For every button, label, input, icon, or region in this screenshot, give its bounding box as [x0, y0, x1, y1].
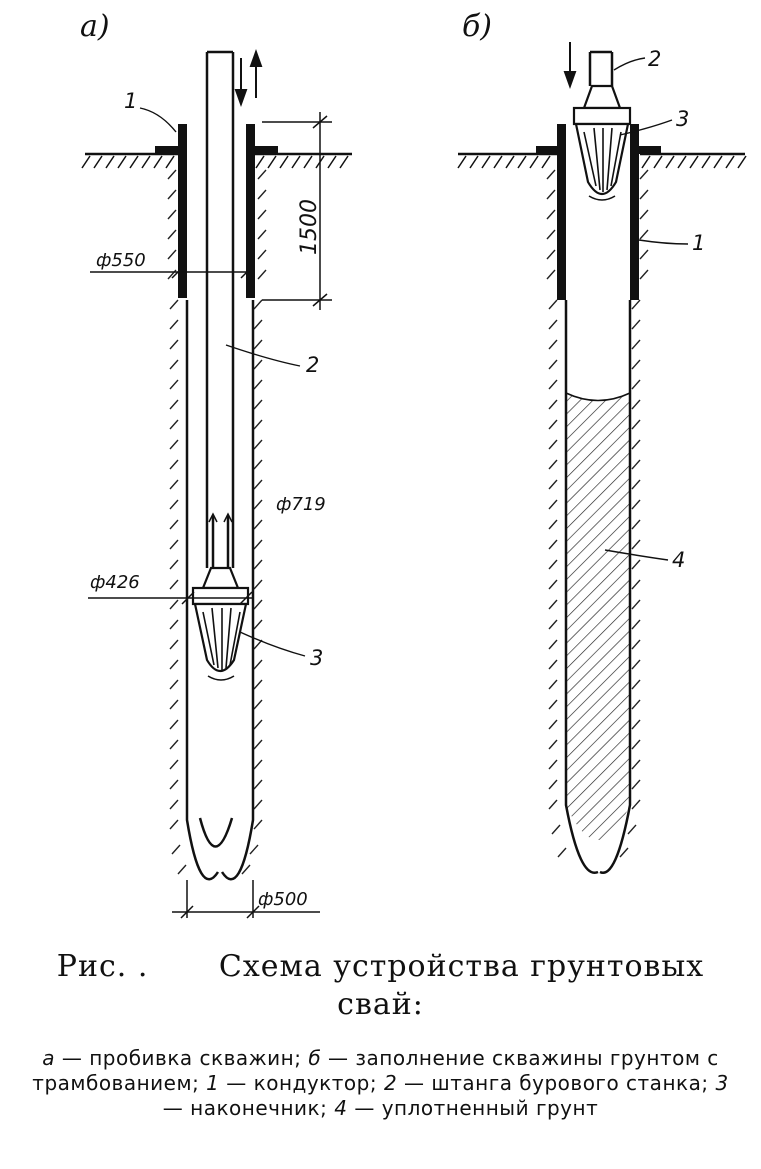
- legend-key-2: 2: [383, 1071, 398, 1095]
- callout-b-1: 1: [692, 231, 705, 255]
- callout-leaders-b: [604, 57, 689, 561]
- soil-hatching-b: [546, 169, 649, 858]
- caption-title: Рис. . Схема устройства грунтовых свай:: [31, 948, 731, 1024]
- dim-550: [90, 265, 254, 279]
- callout-b-2: 2: [648, 47, 661, 71]
- legend-key-b: б: [308, 1046, 322, 1070]
- legend-text-1: кондуктор;: [253, 1071, 378, 1095]
- legend-text-2: штанга бурового станка;: [431, 1071, 709, 1095]
- callout-leaders-a: [139, 107, 306, 657]
- motion-arrow-b: [563, 42, 577, 89]
- borehole-b: [564, 300, 632, 874]
- dim-1500: [262, 112, 332, 310]
- tip-b: [572, 84, 632, 201]
- caption-legend: а — пробивка скважин; б — заполнение скв…: [32, 1046, 729, 1120]
- dim-500: [172, 880, 320, 919]
- panel-a: а): [80, 9, 352, 919]
- dim-1500-label: 1500: [297, 199, 322, 255]
- ground-surface-a: [81, 152, 352, 169]
- drill-rod-b: [588, 50, 614, 86]
- legend-text-a: пробивка скважин;: [89, 1046, 302, 1070]
- dim-426-label: ф426: [90, 572, 140, 593]
- dim-550-label: ф550: [96, 250, 146, 271]
- pile-diagram: а): [80, 9, 747, 919]
- callout-b-3: 3: [676, 107, 689, 131]
- legend-key-3: 3: [715, 1071, 729, 1095]
- callout-a-3: 3: [310, 646, 323, 670]
- soil-hatching-a: [167, 169, 267, 875]
- compacted-soil-fill: [566, 393, 630, 840]
- legend-text-4: уплотненный грунт: [381, 1096, 599, 1120]
- drill-rod-a: [205, 50, 235, 568]
- legend-text-3: наконечник;: [190, 1096, 328, 1120]
- motion-arrows-a: [234, 49, 263, 107]
- panel-b-label: б): [462, 9, 492, 44]
- panel-a-label: а): [80, 9, 110, 44]
- callout-a-2: 2: [306, 353, 319, 377]
- caption-prefix: Рис. .: [56, 949, 149, 984]
- dim-719-label: ф719: [276, 494, 326, 515]
- legend-key-4: 4: [334, 1096, 348, 1120]
- caption-title-text: Схема устройства грунтовых свай:: [218, 949, 705, 1022]
- panel-b: б): [457, 9, 747, 874]
- conductor-b: [536, 124, 661, 300]
- legend-key-1: 1: [206, 1071, 220, 1095]
- fill-top-surface: [565, 392, 631, 402]
- callout-b-4: 4: [672, 548, 685, 572]
- figure-caption: Рис. . Схема устройства грунтовых свай: …: [0, 948, 761, 1121]
- callout-a-1: 1: [124, 89, 137, 113]
- tip-a: [191, 566, 250, 681]
- legend-text-b: заполнение скважины грунтом с трамбовани…: [32, 1046, 719, 1095]
- legend-key-a: а: [42, 1046, 55, 1070]
- dim-500-label: ф500: [258, 889, 308, 910]
- borehole-a: [185, 300, 255, 881]
- conductor-a: [155, 124, 278, 298]
- dim-426: [88, 591, 253, 605]
